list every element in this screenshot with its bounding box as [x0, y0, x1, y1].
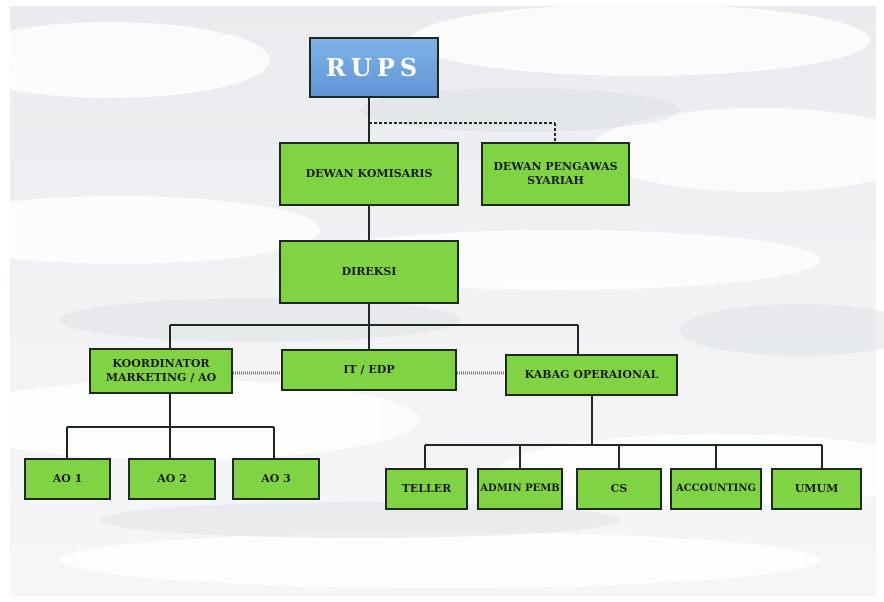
- node-cs: CS: [576, 468, 662, 510]
- node-kabag-operaional: KABAG OPERAIONAL: [505, 354, 678, 396]
- node-ao-3-label: AO 3: [261, 472, 291, 486]
- node-it-edp-label: IT / EDP: [343, 363, 395, 377]
- node-koordinator-label: KOORDINATOR MARKETING / AO: [105, 357, 217, 384]
- node-teller: TELLER: [385, 468, 468, 510]
- node-accounting-label: ACCOUNTING: [675, 482, 757, 494]
- node-dewan-komisaris-label: DEWAN KOMISARIS: [305, 167, 433, 181]
- node-ao-1: AO 1: [24, 458, 111, 500]
- node-ao-1-label: AO 1: [52, 472, 83, 486]
- node-umum: UMUM: [771, 468, 862, 510]
- node-kabag-label: KABAG OPERAIONAL: [524, 368, 659, 382]
- node-admin-pemb: ADMIN PEMB: [477, 468, 563, 510]
- node-cs-label: CS: [610, 482, 628, 496]
- node-teller-label: TELLER: [401, 482, 452, 496]
- node-rups-label: RUPS: [325, 52, 423, 82]
- node-rups: RUPS: [309, 37, 439, 98]
- node-koordinator-marketing: KOORDINATOR MARKETING / AO: [89, 348, 233, 394]
- node-direksi-label: DIREKSI: [341, 265, 397, 279]
- node-accounting: ACCOUNTING: [670, 468, 762, 510]
- node-ao-3: AO 3: [232, 458, 320, 500]
- node-admin-pemb-label: ADMIN PEMB: [480, 482, 560, 494]
- node-it-edp: IT / EDP: [281, 349, 457, 391]
- node-umum-label: UMUM: [794, 482, 839, 496]
- node-direksi: DIREKSI: [279, 240, 459, 304]
- node-dewan-pengawas-label: DEWAN PENGAWAS SYARIAH: [493, 160, 618, 187]
- node-dewan-komisaris: DEWAN KOMISARIS: [279, 142, 459, 206]
- node-ao-2: AO 2: [128, 458, 216, 500]
- node-dewan-pengawas-syariah: DEWAN PENGAWAS SYARIAH: [481, 142, 630, 206]
- node-ao-2-label: AO 2: [157, 472, 187, 486]
